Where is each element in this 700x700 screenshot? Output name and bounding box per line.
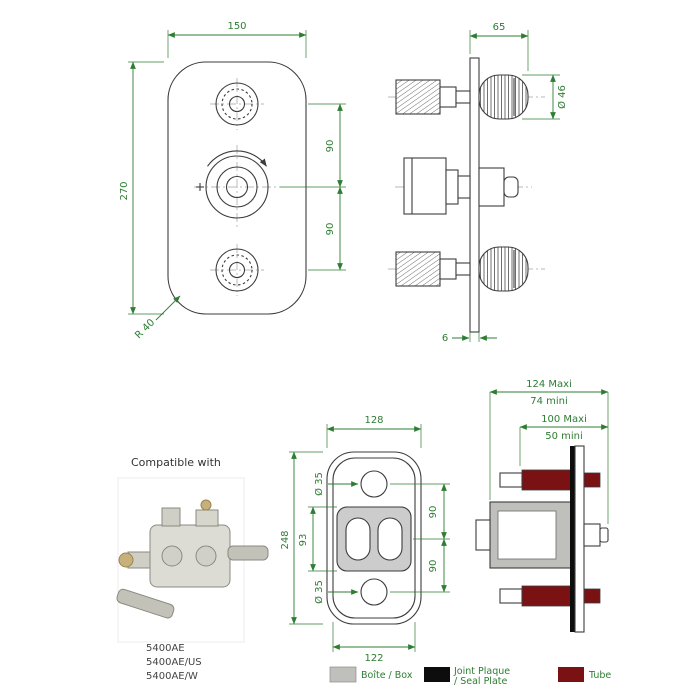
center-stem (583, 523, 601, 547)
wall-plate-section (574, 445, 585, 633)
tube-top-right (583, 472, 601, 488)
dim-box-depth-min: 50 mini (545, 431, 583, 442)
legend: Boîte / Box Joint Plaque / Seal Plate Tu… (329, 666, 611, 687)
box-view: 128 122 248 93 Ø 35 Ø 35 90 90 (280, 415, 450, 664)
model-1: 5400AE (146, 643, 185, 654)
dim-front-upper-spacing: 90 (325, 140, 336, 153)
model-3: 5400AE/W (146, 671, 198, 682)
legend-box-label: Boîte / Box (361, 670, 413, 681)
rotation-arc-arrow (207, 150, 267, 167)
box-inner-wall (332, 457, 416, 619)
dim-box-top-hole: Ø 35 (313, 472, 325, 496)
box-top-hole (360, 470, 388, 498)
middle-cartridge-assembly (403, 157, 519, 215)
dim-seal-plate-height: 93 (298, 534, 309, 547)
legend-seal-plate-swatch (424, 667, 450, 682)
box-section-cavity (497, 510, 557, 560)
wall-plate-side (469, 57, 480, 333)
legend-tube-swatch (558, 667, 584, 682)
legend-seal-plate-label-line2: / Seal Plate (454, 676, 507, 687)
center-stem-cap (599, 527, 609, 543)
tube-bottom-right (583, 588, 601, 604)
tube-bottom-left (521, 585, 572, 607)
compatible-section: Compatible with 5400AE 5400AE/US 5400AE/… (116, 456, 269, 682)
dim-box-lower-spacing: 90 (428, 560, 439, 573)
seal-plate-section (570, 446, 575, 632)
fitting-bottom-left (499, 588, 523, 604)
dim-front-width: 150 (227, 21, 246, 32)
legend-seal-plate-label-line1: Joint Plaque (453, 666, 510, 677)
dim-box-inner-width: 122 (364, 653, 383, 664)
tube-top-left (521, 469, 572, 491)
dim-box-depth-max: 100 Maxi (541, 414, 587, 425)
dim-side-plate-thickness: 6 (442, 333, 448, 344)
legend-tube-label: Tube (588, 670, 611, 681)
top-handle-assembly (395, 74, 529, 120)
fitting-middle-left (475, 519, 491, 551)
top-knob (210, 78, 264, 130)
seal-plate-slot-left (345, 517, 371, 561)
dim-overall-depth-min: 74 mini (530, 396, 568, 407)
valve-illustration (116, 477, 269, 643)
dim-front-height: 270 (119, 181, 130, 200)
dim-box-bottom-hole: Ø 35 (313, 580, 325, 604)
dim-box-height: 248 (280, 530, 291, 549)
bottom-knob (210, 244, 264, 296)
side-view: 65 Ø 46 6 (388, 22, 568, 344)
box-bottom-hole (360, 578, 388, 606)
dim-overall-depth-max: 124 Maxi (526, 379, 572, 390)
section-dimensions: 124 Maxi 74 mini 100 Maxi 50 mini (489, 379, 609, 524)
dim-side-knob-diameter: Ø 46 (556, 85, 568, 109)
fitting-top-left (499, 472, 523, 488)
bottom-handle-assembly (395, 246, 529, 292)
dim-front-lower-spacing: 90 (325, 223, 336, 236)
center-dial (194, 145, 280, 229)
legend-box-swatch (329, 666, 357, 683)
dim-box-upper-spacing: 90 (428, 506, 439, 519)
side-dimensions: 65 Ø 46 6 (442, 22, 568, 344)
seal-plate-slot-right (377, 517, 403, 561)
dim-side-projection: 65 (493, 22, 506, 33)
compatible-title: Compatible with (131, 456, 221, 469)
plus-marker (196, 183, 204, 191)
dim-box-outer-width: 128 (364, 415, 383, 426)
section-view: 124 Maxi 74 mini 100 Maxi 50 mini (475, 379, 609, 633)
box-dimensions: 128 122 248 93 Ø 35 Ø 35 90 90 (280, 415, 450, 664)
model-2: 5400AE/US (146, 657, 202, 668)
